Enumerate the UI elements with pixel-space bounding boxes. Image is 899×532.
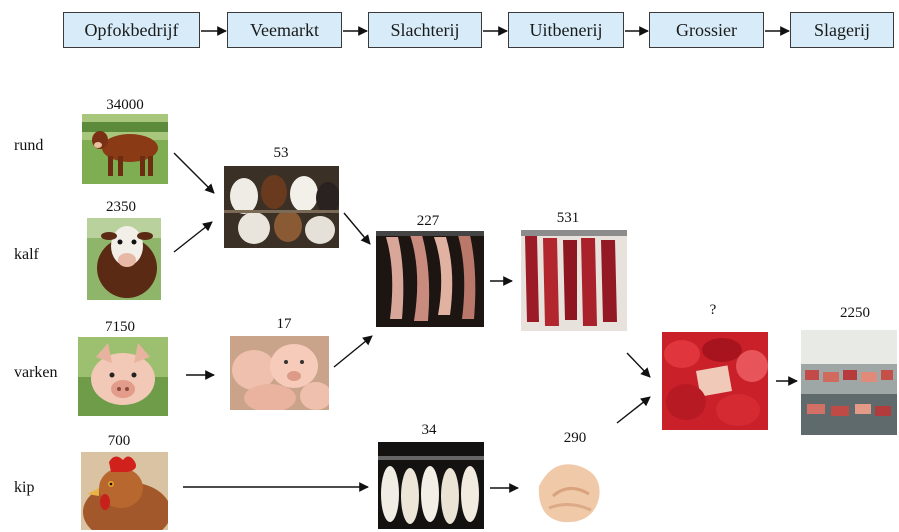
stage-slagerij: Slagerij <box>790 12 894 48</box>
count-uitbenerij-vlees: 531 <box>556 210 580 226</box>
count-varken: 7150 <box>105 319 135 335</box>
arrow-uitbenerij-grossier <box>626 352 651 378</box>
piglets-photo <box>230 336 329 410</box>
stage-slachterij: Slachterij <box>368 12 482 48</box>
stage-uitbenerij: Uitbenerij <box>508 12 624 48</box>
count-veemarkt-rund: 53 <box>273 145 289 161</box>
count-uitbenerij-kip: 290 <box>563 430 587 446</box>
poultry-carcasses-photo <box>378 442 484 529</box>
arrow-veemarkt-slachterij <box>343 212 371 245</box>
count-veemarkt-varken: 17 <box>276 316 292 332</box>
cow-photo <box>82 114 168 184</box>
stage-opfokbedrijf: Opfokbedrijf <box>63 12 200 48</box>
arrow-rund-veemarkt <box>173 152 215 194</box>
row-label-kip: kip <box>14 479 35 496</box>
count-slagerij: 2250 <box>840 305 870 321</box>
arrow-kalf-veemarkt <box>173 221 213 253</box>
count-slachterij-vlees: 227 <box>416 213 440 229</box>
count-kip: 700 <box>107 433 131 449</box>
row-label-kalf: kalf <box>14 246 39 263</box>
process-chain: Opfokbedrijf Veemarkt Slachterij Uitbene… <box>0 0 899 48</box>
pig-photo <box>78 337 168 416</box>
carcasses-photo <box>376 231 484 327</box>
arrow-kip-grossier <box>616 396 651 424</box>
row-label-varken: varken <box>14 364 58 381</box>
hanging-meat-photo <box>521 230 627 331</box>
stage-veemarkt: Veemarkt <box>227 12 342 48</box>
raw-chicken-photo <box>529 446 615 530</box>
count-slachterij-kip: 34 <box>421 422 437 438</box>
calf-photo <box>87 218 161 300</box>
meat-cuts-photo <box>662 332 768 430</box>
row-label-rund: rund <box>14 137 44 154</box>
stage-grossier: Grossier <box>649 12 764 48</box>
arrow-varken-slachterij <box>333 335 373 368</box>
chicken-photo <box>81 452 168 530</box>
count-kalf: 2350 <box>106 199 136 215</box>
count-rund: 34000 <box>106 97 144 113</box>
butcher-counter-photo <box>801 330 897 435</box>
cattle-market-photo <box>224 166 339 248</box>
count-grossier: ? <box>709 302 717 318</box>
